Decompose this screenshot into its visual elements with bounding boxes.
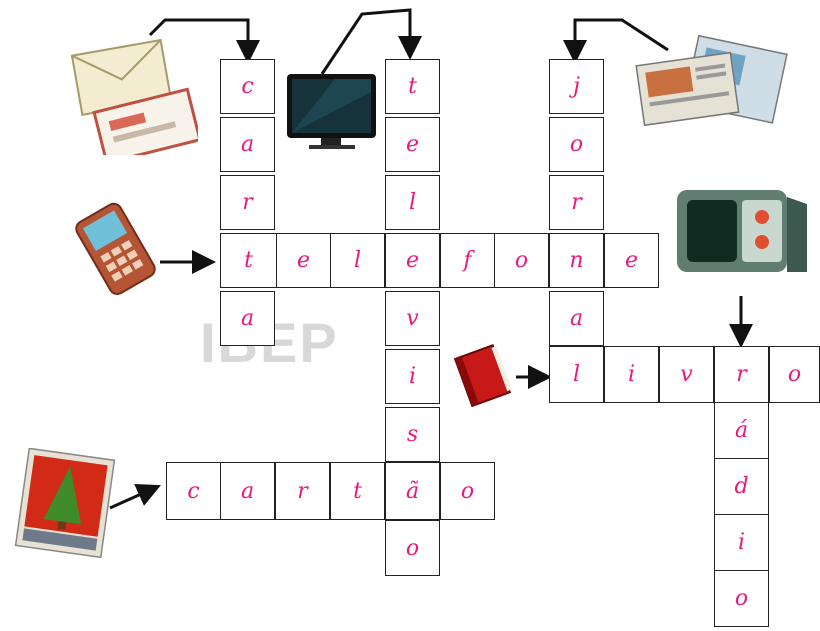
cell-televisao-9[interactable]: o: [385, 520, 440, 576]
cell-cartao-6[interactable]: o: [440, 462, 495, 520]
cell-radio-4[interactable]: i: [714, 514, 769, 571]
cell-jornal-1[interactable]: j: [549, 59, 604, 114]
cell-telefone-5[interactable]: f: [440, 233, 495, 288]
cell-telefone-1[interactable]: t: [220, 233, 277, 288]
mobile-phone-icon: [60, 200, 170, 295]
christmas-card-icon: [10, 448, 122, 558]
cell-carta-5[interactable]: a: [220, 291, 275, 346]
cell-livro-5[interactable]: o: [769, 346, 820, 403]
cell-carta-2[interactable]: a: [220, 117, 275, 172]
cell-radio-5[interactable]: o: [714, 570, 769, 627]
cell-radio-2[interactable]: á: [714, 402, 769, 459]
cell-livro-3[interactable]: v: [659, 346, 714, 403]
cell-televisao-2[interactable]: e: [385, 117, 440, 172]
cell-televisao-6[interactable]: i: [385, 349, 440, 404]
cell-carta-3[interactable]: r: [220, 175, 275, 230]
envelope-letters-icon: [68, 30, 198, 155]
cell-jornal-2[interactable]: o: [549, 117, 604, 172]
cell-livro-2[interactable]: i: [604, 346, 659, 403]
cell-telefone-4[interactable]: e: [385, 233, 440, 288]
cell-cartao-1[interactable]: c: [166, 462, 221, 520]
cell-televisao-5[interactable]: v: [385, 291, 440, 346]
cell-jornal-5[interactable]: a: [549, 291, 604, 346]
cell-radio-3[interactable]: d: [714, 458, 769, 515]
cell-telefone-3[interactable]: l: [330, 233, 385, 288]
cell-telefone-6[interactable]: o: [494, 233, 549, 288]
cell-livro-4[interactable]: r: [714, 346, 769, 403]
cell-jornal-3[interactable]: r: [549, 175, 604, 230]
cell-telefone-8[interactable]: e: [604, 233, 659, 288]
newspapers-icon: [630, 35, 800, 130]
cell-televisao-7[interactable]: s: [385, 407, 440, 462]
cell-televisao-1[interactable]: t: [385, 59, 440, 114]
cell-cartao-2[interactable]: a: [220, 462, 275, 520]
cell-carta-1[interactable]: c: [220, 59, 275, 114]
cell-televisao-3[interactable]: l: [385, 175, 440, 230]
cell-telefone-7[interactable]: n: [549, 233, 604, 288]
cell-cartao-3[interactable]: r: [275, 462, 330, 520]
television-icon: [285, 72, 378, 152]
cell-cartao-4[interactable]: t: [330, 462, 385, 520]
book-icon: [452, 342, 517, 407]
radio-icon: [672, 182, 812, 282]
cell-cartao-5[interactable]: ã: [385, 462, 440, 520]
cell-livro-1[interactable]: l: [549, 346, 604, 403]
cell-telefone-2[interactable]: e: [276, 233, 331, 288]
